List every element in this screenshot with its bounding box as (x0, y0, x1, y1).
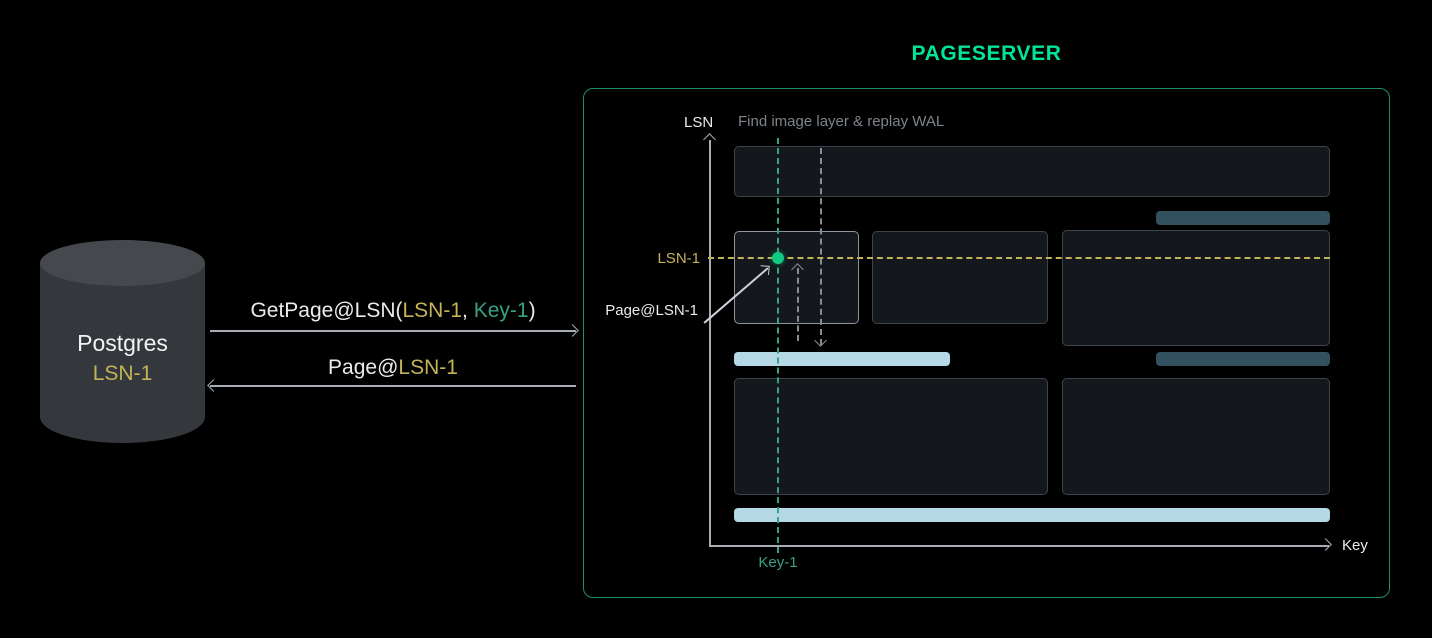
pageserver-title: PAGESERVER (911, 42, 1062, 65)
response-arrow (207, 379, 576, 392)
postgres-label: Postgres (77, 330, 168, 356)
image-layer-bar (734, 352, 950, 366)
response-lsn: LSN-1 (398, 356, 458, 379)
response-prefix: Page@ (328, 356, 399, 379)
postgres-lsn-label: LSN-1 (92, 362, 153, 385)
delta-layer-rect-mid (872, 231, 1048, 324)
key1-marker-label: Key-1 (758, 554, 798, 571)
request-prefix: GetPage@LSN( (250, 299, 403, 322)
cylinder-top-ellipse (40, 240, 205, 286)
search-down-dashed-line (820, 148, 822, 345)
cylinder-body (40, 263, 205, 443)
delta-layer-rect-top (734, 146, 1330, 197)
page-pointer-arrowhead-icon (760, 265, 770, 275)
lsn-axis (709, 140, 711, 545)
hint-label: Find image layer & replay WAL (738, 113, 945, 130)
request-suffix: ) (528, 299, 536, 322)
key1-dashed-line (777, 138, 779, 553)
request-arrow (210, 324, 579, 337)
delta-layer-rect-bottom-right (1062, 378, 1330, 495)
lsn1-dashed-line (708, 257, 1330, 259)
replay-wal-dashed-line (797, 268, 799, 341)
page-at-lsn-label: Page@LSN-1 (605, 302, 698, 319)
image-layer-bar-bottom (734, 508, 1330, 522)
pageserver-box (583, 88, 1390, 598)
getpage-request-label: GetPage@LSN(LSN-1, Key-1) (210, 299, 576, 323)
page-point-dot (772, 252, 784, 264)
response-arrowhead-icon (207, 379, 220, 392)
page-response-label: Page@LSN-1 (210, 356, 576, 380)
key-axis-label: Key (1342, 537, 1368, 554)
lsn-axis-label: LSN (684, 114, 714, 131)
delta-layer-rect-bottom-left (734, 378, 1048, 495)
request-key: Key-1 (473, 299, 529, 322)
key-axis (709, 545, 1329, 547)
request-separator: , (462, 299, 474, 322)
postgres-database-cylinder (40, 240, 205, 443)
lsn1-marker-label: LSN-1 (657, 250, 700, 267)
image-layer-bar-dim-mid (1156, 352, 1330, 366)
request-arrowhead-icon (566, 324, 579, 337)
image-layer-bar-dim-top (1156, 211, 1330, 225)
delta-layer-rect-right (1062, 230, 1330, 346)
request-lsn: LSN-1 (402, 299, 463, 322)
